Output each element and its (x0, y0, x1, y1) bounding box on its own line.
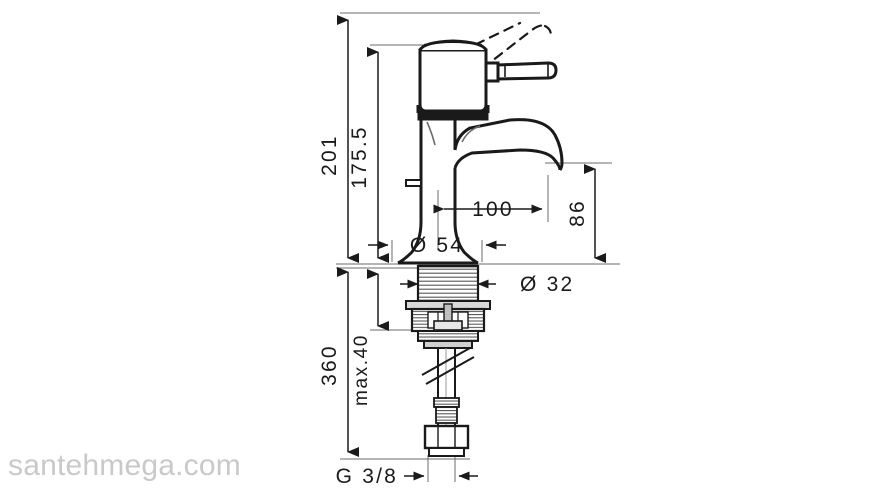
hex-connector (423, 424, 470, 457)
dimension-diameter-32-label: Ø 32 (520, 273, 574, 296)
faucet-body (397, 118, 564, 265)
mounting-nut-assembly (405, 300, 491, 349)
dimension-86: 86 (566, 164, 606, 263)
dimension-201: 201 (318, 15, 359, 263)
site-watermark: santehmega.com (8, 449, 241, 482)
cartridge-housing (416, 39, 490, 121)
dimension-max-40: max.40 (351, 269, 389, 406)
dimension-201-label: 201 (318, 134, 341, 176)
dimension-360-label: 360 (318, 344, 341, 386)
dimension-100: 100 (433, 198, 543, 221)
threaded-shank (416, 264, 480, 303)
dimension-175-5: 175.5 (348, 47, 389, 263)
lever-handle (484, 61, 558, 83)
dimension-diameter-32: Ø 32 (400, 273, 574, 296)
dimension-360: 360 (318, 267, 359, 457)
dimension-max-40-label: max.40 (351, 334, 372, 406)
dimension-diameter-54: Ø 54 (368, 234, 506, 257)
popup-lift-rod (405, 179, 422, 187)
flexible-hose (421, 347, 475, 427)
dimension-g38: G 3/8 (336, 465, 478, 488)
dimension-100-label: 100 (472, 198, 514, 221)
dimension-86-label: 86 (566, 199, 589, 227)
dimension-diameter-54-label: Ø 54 (410, 234, 464, 257)
dimension-g38-label: G 3/8 (336, 465, 398, 488)
dimension-175-5-label: 175.5 (348, 125, 371, 189)
